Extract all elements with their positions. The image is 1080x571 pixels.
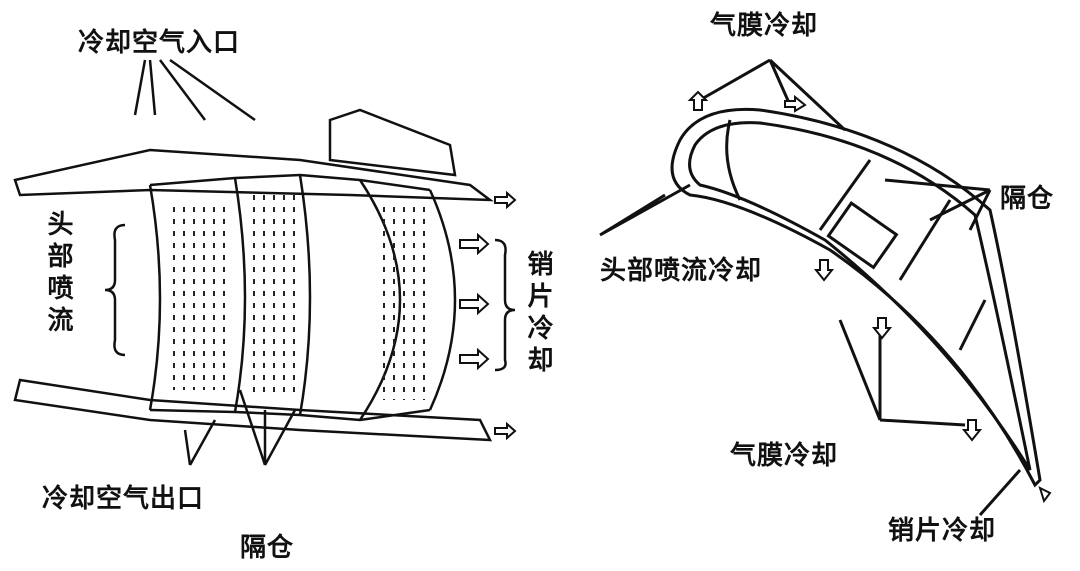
cooling-holes xyxy=(170,195,425,400)
vane-segment-drawing xyxy=(13,58,516,466)
compartment-label-right: 隔仓 xyxy=(1000,184,1055,214)
compartment-label-left: 隔仓 xyxy=(240,533,295,563)
leading-edge-jet-label: 头部喷流冷却 xyxy=(600,256,763,286)
airfoil-drawing xyxy=(599,58,1042,516)
pin-fin-label-right: 销片冷却 xyxy=(888,516,997,546)
head-jet-label: 头部喷流 xyxy=(43,210,73,338)
pin-fin-label: 销片冷却 xyxy=(523,250,553,378)
inlet-label: 冷却空气入口 xyxy=(78,28,241,58)
airfoil-arrows xyxy=(687,90,1052,504)
outlet-label: 冷却空气出口 xyxy=(42,484,205,514)
flow-arrows xyxy=(459,190,517,441)
film-cooling-bottom-label: 气膜冷却 xyxy=(730,441,839,471)
film-cooling-top-label: 气膜冷却 xyxy=(710,11,819,41)
